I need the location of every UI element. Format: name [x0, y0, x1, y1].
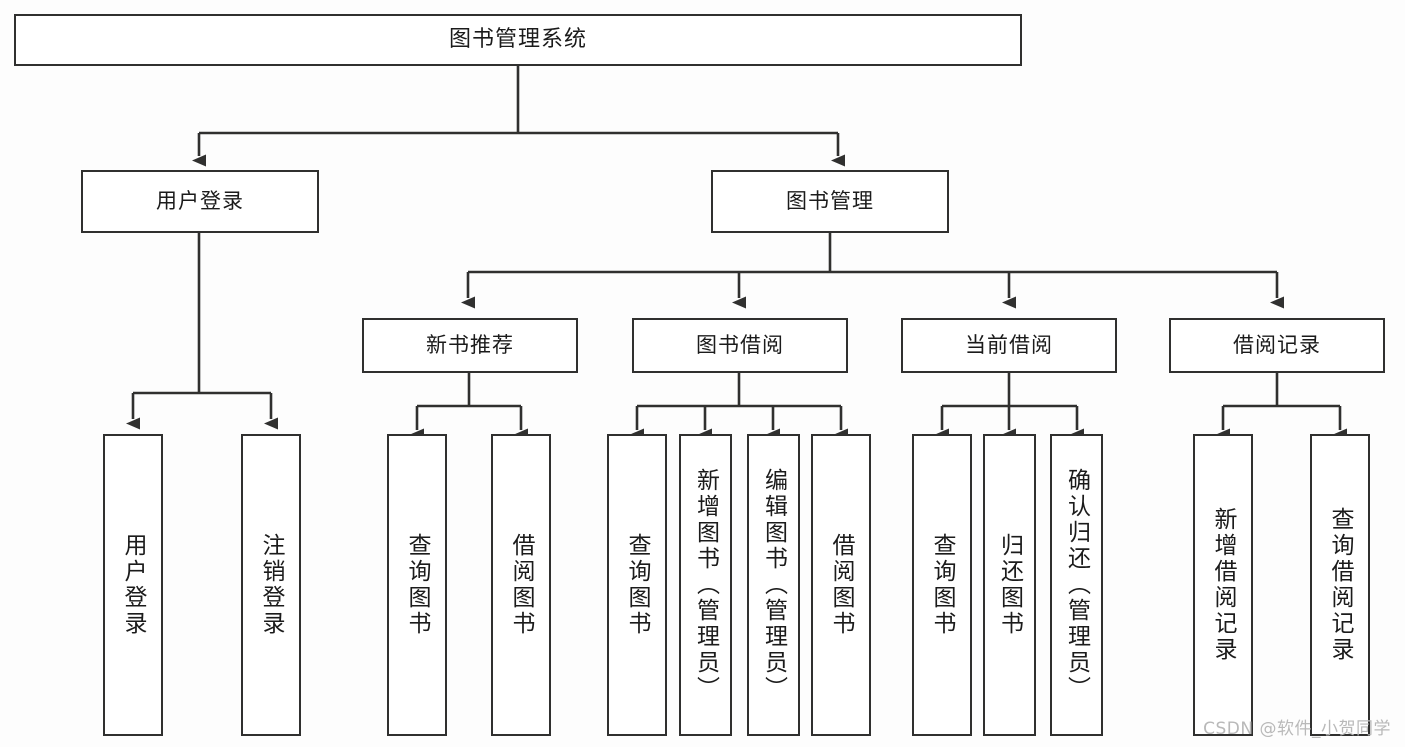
- node-label: 用户登录: [120, 533, 147, 637]
- node-label: 图书借阅: [696, 333, 784, 358]
- leaf-query-book-borrowing[interactable]: 查询图书: [607, 434, 667, 736]
- node-label: 用户登录: [156, 189, 244, 214]
- leaf-borrow-book-recommendation[interactable]: 借阅图书: [491, 434, 551, 736]
- node-new-book-recommendation[interactable]: 新书推荐: [362, 318, 578, 373]
- node-current-borrowing[interactable]: 当前借阅: [901, 318, 1117, 373]
- node-label: 归还图书: [996, 533, 1023, 637]
- node-label: 查询图书: [404, 533, 431, 637]
- leaf-query-borrow-record[interactable]: 查询借阅记录: [1310, 434, 1370, 736]
- node-label: 查询图书: [624, 533, 651, 637]
- node-label: 借阅图书: [828, 533, 855, 637]
- leaf-query-book-current[interactable]: 查询图书: [912, 434, 972, 736]
- node-label: 新增借阅记录: [1210, 507, 1237, 663]
- leaf-query-book-recommendation[interactable]: 查询图书: [387, 434, 447, 736]
- node-label: 确认归还（管理员）: [1063, 468, 1090, 702]
- leaf-edit-book-admin[interactable]: 编辑图书（管理员）: [747, 434, 800, 736]
- node-book-management[interactable]: 图书管理: [711, 170, 949, 233]
- leaf-borrow-book-borrowing[interactable]: 借阅图书: [811, 434, 871, 736]
- leaf-logout[interactable]: 注销登录: [241, 434, 301, 736]
- node-label: 查询借阅记录: [1327, 507, 1354, 663]
- node-label: 新书推荐: [426, 333, 514, 358]
- node-label: 注销登录: [258, 533, 285, 637]
- node-label: 新增图书（管理员）: [692, 468, 719, 702]
- node-label: 借阅记录: [1233, 333, 1321, 358]
- node-label: 图书管理: [786, 189, 874, 214]
- node-label: 查询图书: [929, 533, 956, 637]
- node-user-login[interactable]: 用户登录: [81, 170, 319, 233]
- node-root-system[interactable]: 图书管理系统: [14, 14, 1022, 66]
- node-borrow-records[interactable]: 借阅记录: [1169, 318, 1385, 373]
- node-label: 借阅图书: [508, 533, 535, 637]
- leaf-user-login[interactable]: 用户登录: [103, 434, 163, 736]
- node-book-borrowing[interactable]: 图书借阅: [632, 318, 848, 373]
- leaf-confirm-return-admin[interactable]: 确认归还（管理员）: [1050, 434, 1103, 736]
- leaf-add-borrow-record[interactable]: 新增借阅记录: [1193, 434, 1253, 736]
- leaf-return-book[interactable]: 归还图书: [983, 434, 1036, 736]
- leaf-add-book-admin[interactable]: 新增图书（管理员）: [679, 434, 732, 736]
- node-label: 图书管理系统: [448, 27, 587, 53]
- node-label: 编辑图书（管理员）: [760, 468, 787, 702]
- node-label: 当前借阅: [965, 333, 1053, 358]
